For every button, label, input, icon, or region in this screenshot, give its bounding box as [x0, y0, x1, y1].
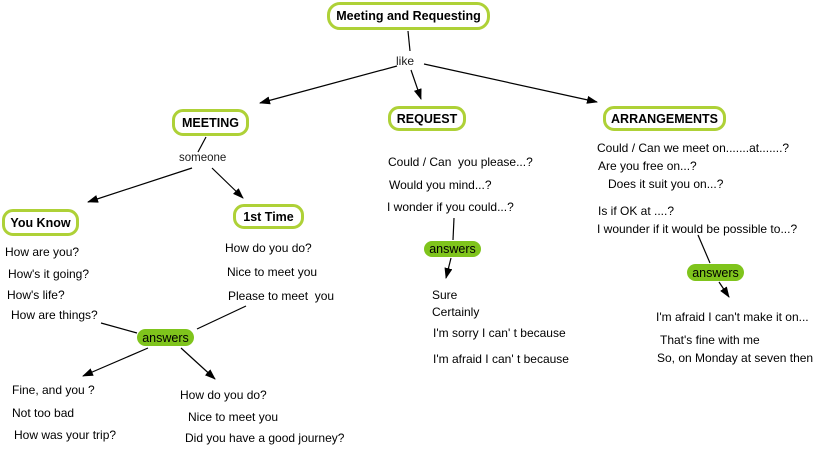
node-first-time[interactable]: 1st Time — [233, 204, 304, 229]
meeting-answer-formal: Nice to meet you — [188, 410, 279, 424]
arrangements-question: Is if OK at ....? — [598, 204, 675, 218]
first-time-phrase: How do you do? — [225, 241, 312, 255]
connector-answers-mid-to-answers — [444, 257, 453, 279]
edge-label-someone: someone — [179, 152, 227, 164]
connector-someone-to-first-time — [211, 167, 244, 199]
connector-answers-left-to-informal — [82, 347, 149, 377]
first-time-phrase: Please to meet you — [228, 289, 335, 303]
arrangements-answer: So, on Monday at seven then — [657, 351, 814, 365]
connector-like-to-request — [410, 69, 422, 100]
node-you-know[interactable]: You Know — [2, 209, 79, 236]
connector-someone-to-you-know — [87, 167, 193, 203]
arrangements-question: Are you free on...? — [598, 159, 697, 173]
meeting-answer-formal: Did you have a good journey? — [185, 431, 345, 445]
request-question: Could / Can you please...? — [388, 155, 533, 169]
node-meeting-and-requesting[interactable]: Meeting and Requesting — [327, 2, 490, 30]
arrangements-answer: I'm afraid I can't make it on... — [656, 310, 809, 324]
meeting-answer-informal: Not too bad — [12, 406, 75, 420]
meeting-answer-formal: How do you do? — [180, 388, 267, 402]
first-time-phrase: Nice to meet you — [227, 265, 318, 279]
node-arrangements[interactable]: ARRANGEMENTS — [603, 106, 726, 131]
arrangements-answer: That's fine with me — [660, 333, 760, 347]
request-question: I wonder if you could...? — [387, 200, 514, 214]
node-request[interactable]: REQUEST — [388, 106, 466, 131]
connector-answers-right-to-answers — [718, 281, 730, 298]
request-question: Would you mind...? — [389, 178, 492, 192]
arrangements-question: I wounder if it would be possible to...? — [597, 222, 798, 236]
you-know-question: How's life? — [7, 288, 65, 302]
arrangements-question: Does it suit you on...? — [608, 177, 724, 191]
request-answer: Certainly — [432, 305, 480, 319]
node-answers-arrangements[interactable]: answers — [687, 264, 744, 281]
you-know-question: How are you? — [5, 245, 80, 259]
connector-answers-left-to-formal — [180, 347, 216, 380]
node-answers-request[interactable]: answers — [424, 241, 481, 257]
request-answer: I'm afraid I can' t because — [433, 352, 569, 366]
edge-label-like: like — [396, 54, 415, 68]
connector-request-to-answers-mid — [452, 217, 455, 241]
node-answers-meeting[interactable]: answers — [137, 329, 194, 346]
meeting-answer-informal: How was your trip? — [14, 428, 117, 442]
you-know-question: How are things? — [11, 308, 98, 322]
request-answer: Sure — [432, 288, 458, 302]
connector-root-to-like — [407, 30, 411, 52]
meeting-answer-informal: Fine, and you ? — [12, 383, 95, 397]
node-meeting[interactable]: MEETING — [172, 109, 249, 136]
connector-first-time-to-answers-left — [196, 305, 247, 330]
connector-like-to-arrangements — [423, 63, 598, 104]
connector-meeting-to-someone — [197, 136, 207, 153]
you-know-question: How's it going? — [8, 267, 89, 281]
connector-arrangements-to-answers-right — [697, 234, 711, 264]
connector-like-to-meeting — [259, 65, 398, 105]
arrangements-question: Could / Can we meet on.......at.......? — [597, 141, 790, 155]
connector-you-know-to-answers-left — [100, 322, 138, 334]
request-answer: I'm sorry I can' t because — [433, 326, 566, 340]
